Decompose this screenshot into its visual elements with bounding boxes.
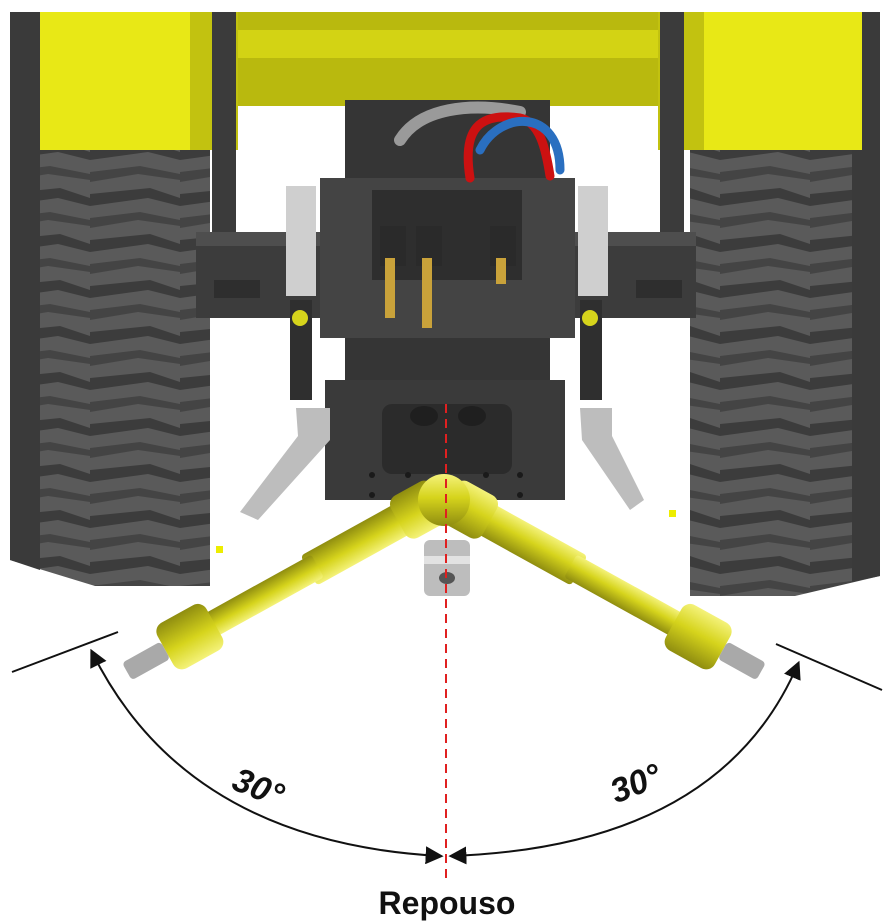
pto-hub [418, 474, 470, 526]
lift-arms [240, 186, 644, 520]
left-angle-arc-icon [90, 648, 444, 865]
left-support-bar [212, 12, 236, 274]
hydraulic-couplers [380, 226, 516, 328]
right-angle-ray [775, 643, 883, 691]
marker-right [669, 510, 676, 517]
fenders [40, 12, 862, 150]
rest-label: Repouso [379, 885, 516, 921]
left-tire [10, 12, 210, 586]
tractor-rear-illustration [10, 12, 880, 596]
right-support-bar [660, 12, 684, 274]
left-angle-label: 30° [227, 761, 289, 816]
hoses [394, 101, 565, 183]
marker-left [216, 546, 223, 553]
right-angle-arc-icon [448, 660, 801, 865]
right-tire [690, 12, 880, 596]
left-angle-ray [11, 631, 119, 673]
right-angle-label: 30° [605, 756, 667, 811]
